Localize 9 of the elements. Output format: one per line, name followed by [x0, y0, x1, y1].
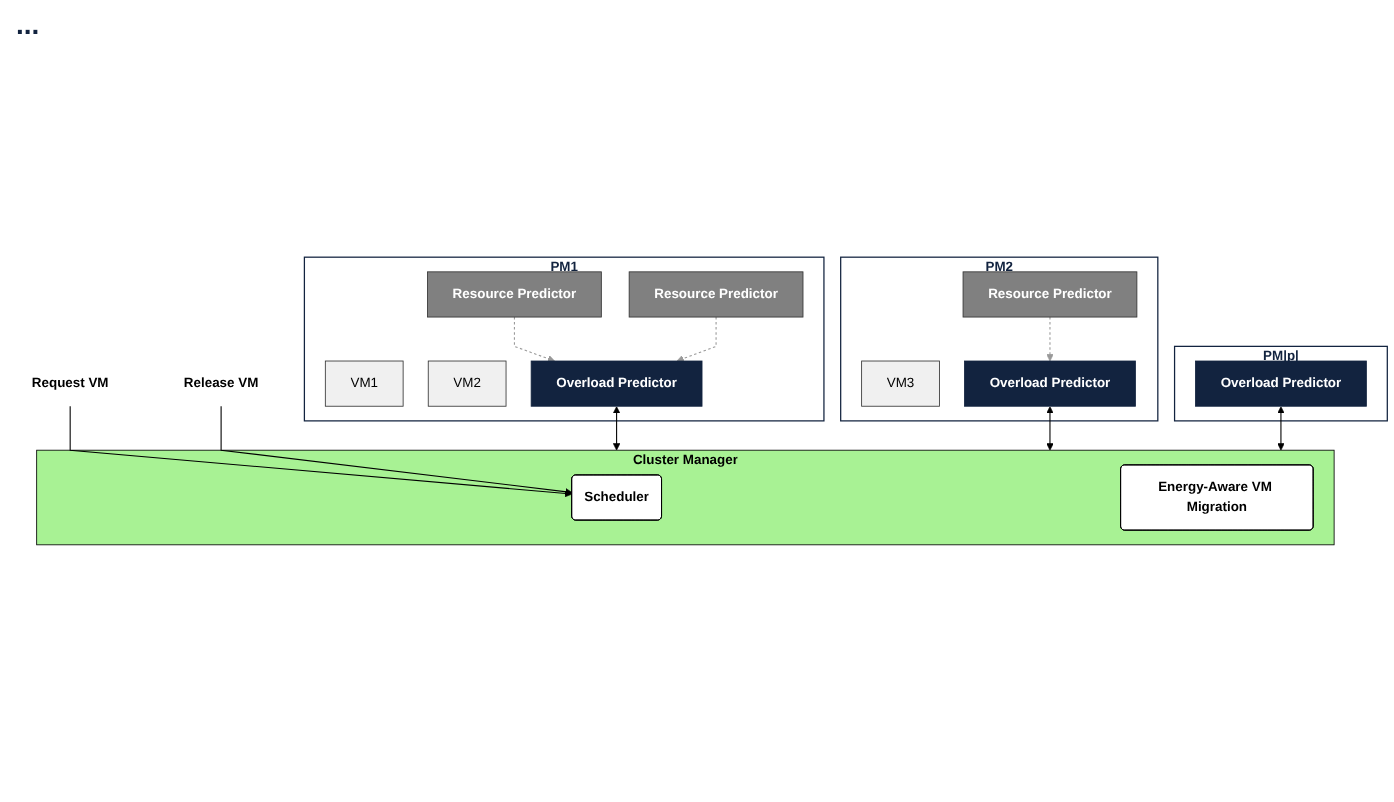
arrow: [220, 405, 573, 496]
arrow: [1046, 316, 1054, 362]
arrow: [1046, 406, 1054, 451]
arrow: [513, 316, 555, 363]
arrow: [612, 406, 621, 451]
arrow: [1277, 406, 1285, 451]
ellipsis-note: ...: [16, 8, 40, 40]
arrow: [69, 405, 573, 498]
arrow: [676, 316, 717, 363]
